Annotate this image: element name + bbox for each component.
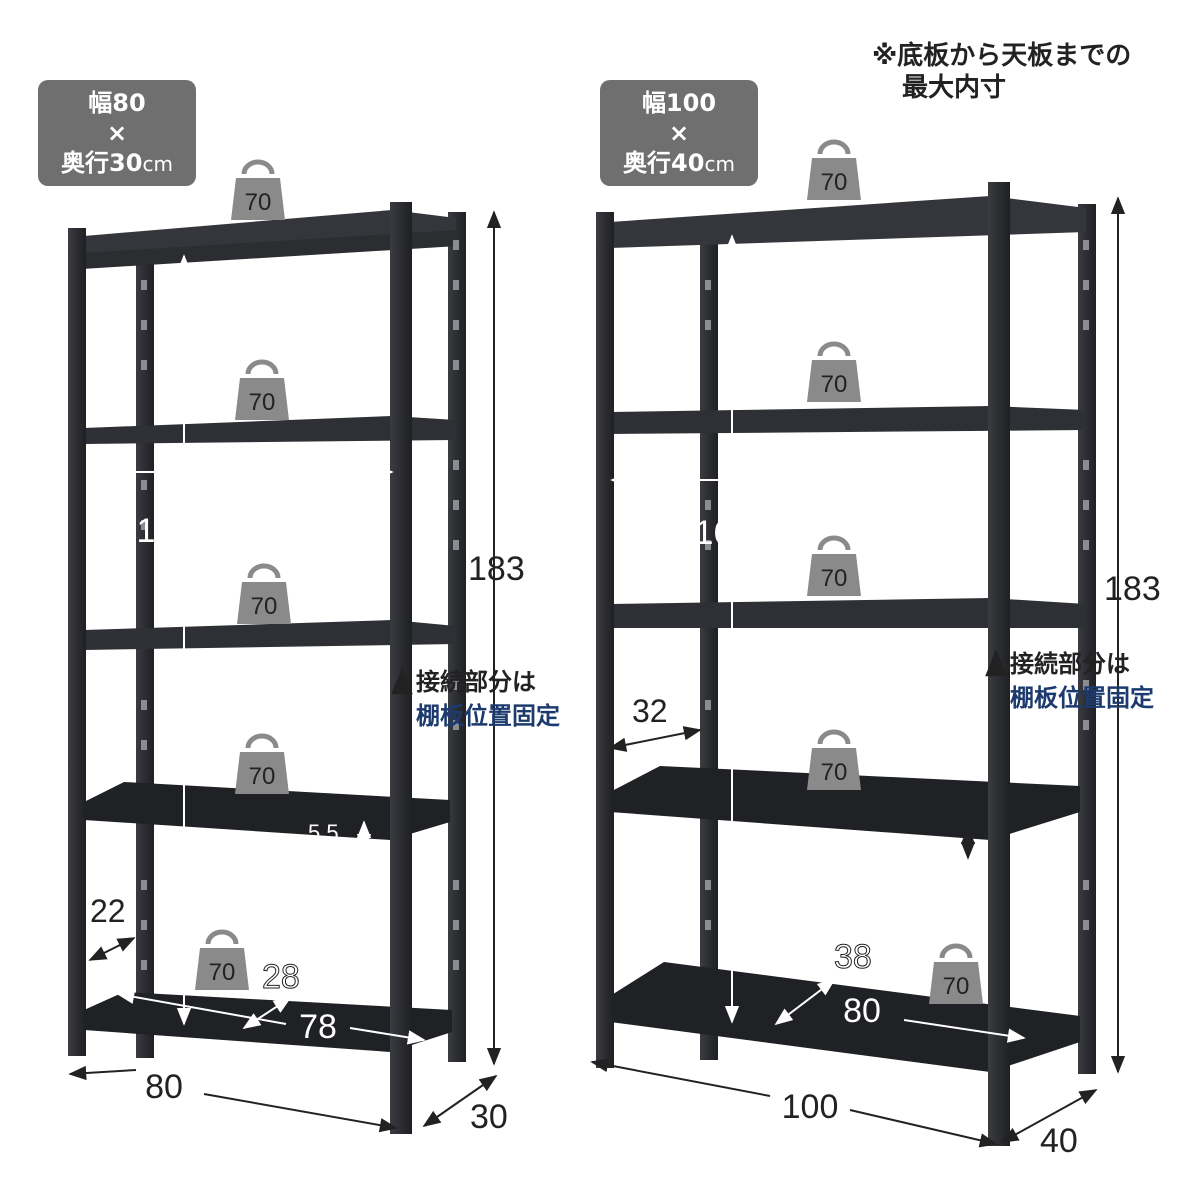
right-badge-width: 幅100 <box>641 89 717 117</box>
right-shelf-thickness: 5.5 <box>914 832 945 857</box>
left-weight-label-5: 70 <box>209 959 236 986</box>
right-depth: 40 <box>1040 1122 1078 1160</box>
left-height: 183 <box>468 550 525 588</box>
inner-dimension-note: ※底板から天板までの 最大内寸 <box>872 40 1131 104</box>
left-rack <box>68 202 466 1134</box>
right-inner-height: ※169.5 <box>666 514 780 552</box>
left-bottom-width: 78 <box>299 1008 337 1046</box>
left-joint-note-line2: 棚板位置固定 <box>416 702 560 730</box>
left-weight-label-3: 70 <box>251 593 278 620</box>
left-size-badge: 幅80 × 奥行30cm <box>38 80 196 186</box>
right-joint-note-line1: 接続部分は <box>1010 650 1130 678</box>
right-badge-unit: cm <box>704 152 735 176</box>
right-shelf-1 <box>610 196 1086 248</box>
right-inner-width: 92.5 <box>777 466 843 504</box>
left-badge-unit: cm <box>142 152 173 176</box>
right-badge-depth: 奥行40 <box>623 149 705 177</box>
right-shelf-3 <box>610 598 1086 628</box>
inner-dimension-note-line2: 最大内寸 <box>902 73 1007 103</box>
left-depth: 30 <box>470 1098 508 1136</box>
left-width: 80 <box>145 1068 183 1106</box>
left-badge-depth: 奥行30 <box>61 149 143 177</box>
left-badge-width: 幅80 <box>88 89 146 117</box>
right-badge-times: × <box>668 119 690 147</box>
left-inner-height: ※169.5 <box>108 512 222 550</box>
right-width: 100 <box>782 1088 839 1126</box>
left-weight-label-2: 70 <box>249 389 276 416</box>
left-shelf-thickness: 5.5 <box>308 820 339 845</box>
left-weight-label-4: 70 <box>249 763 276 790</box>
right-size-badge: 幅100 × 奥行40cm <box>600 80 758 186</box>
left-weight-label-1: 70 <box>245 189 272 216</box>
right-weight-label-1: 70 <box>821 169 848 196</box>
left-bottom-depth: 28 <box>262 958 300 996</box>
right-height: 183 <box>1104 570 1161 608</box>
right-side-depth: 32 <box>632 693 668 729</box>
left-joint-note-line1: 接続部分は <box>416 668 536 696</box>
right-shelf-2 <box>610 406 1086 434</box>
right-bottom-width: 80 <box>843 992 881 1030</box>
right-weight-label-5: 70 <box>943 973 970 1000</box>
left-inner-width: 72 <box>239 458 277 496</box>
right-joint-note-line2: 棚板位置固定 <box>1010 684 1154 712</box>
inner-dimension-note-line1: ※底板から天板までの <box>872 41 1132 71</box>
right-weight-label-4: 70 <box>821 759 848 786</box>
right-bottom-depth: 38 <box>834 938 872 976</box>
left-side-depth: 22 <box>90 893 126 929</box>
right-weight-label-2: 70 <box>821 371 848 398</box>
left-badge-times: × <box>106 119 128 147</box>
right-weight-label-3: 70 <box>821 565 848 592</box>
